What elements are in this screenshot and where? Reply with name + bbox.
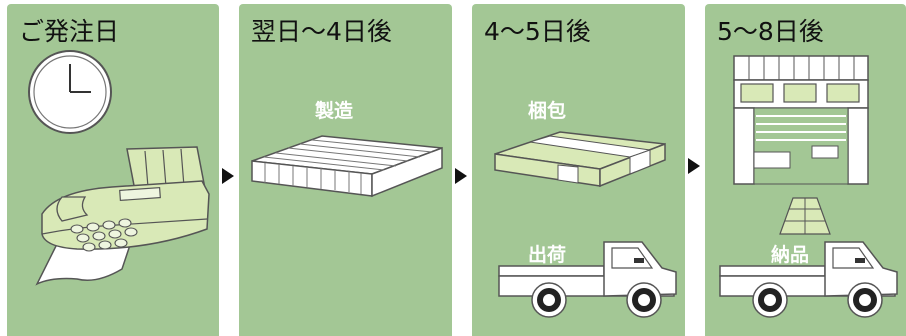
step-title: 翌日〜4日後 [251, 17, 392, 46]
step-title: ご発注日 [19, 17, 120, 46]
truck-icon [498, 241, 677, 318]
truck-icon [719, 241, 898, 318]
next-arrow [455, 168, 467, 184]
packed-bundle-icon [494, 131, 666, 188]
delivered-bundle-icon [779, 197, 831, 235]
step-panel-manufacturing: 翌日〜4日後 製造 [239, 4, 452, 336]
warehouse-icon [733, 55, 869, 185]
step-panel-packing-shipping: 4〜5日後 梱包 出荷 [472, 4, 685, 336]
fax-machine-icon [35, 146, 210, 286]
step-panel-delivery: 5〜8日後 納品 [705, 4, 906, 336]
step-title: 5〜8日後 [717, 17, 824, 46]
lumber-stack-icon [251, 135, 443, 198]
shipping-label: 出荷 [528, 244, 567, 266]
delivery-label: 納品 [771, 244, 810, 266]
next-arrow [222, 168, 234, 184]
step-title: 4〜5日後 [484, 17, 591, 46]
manufacturing-label: 製造 [315, 100, 354, 122]
clock-icon [28, 50, 112, 134]
packing-label: 梱包 [528, 100, 567, 122]
next-arrow [688, 158, 700, 174]
step-panel-order-date: ご発注日 [7, 4, 219, 336]
